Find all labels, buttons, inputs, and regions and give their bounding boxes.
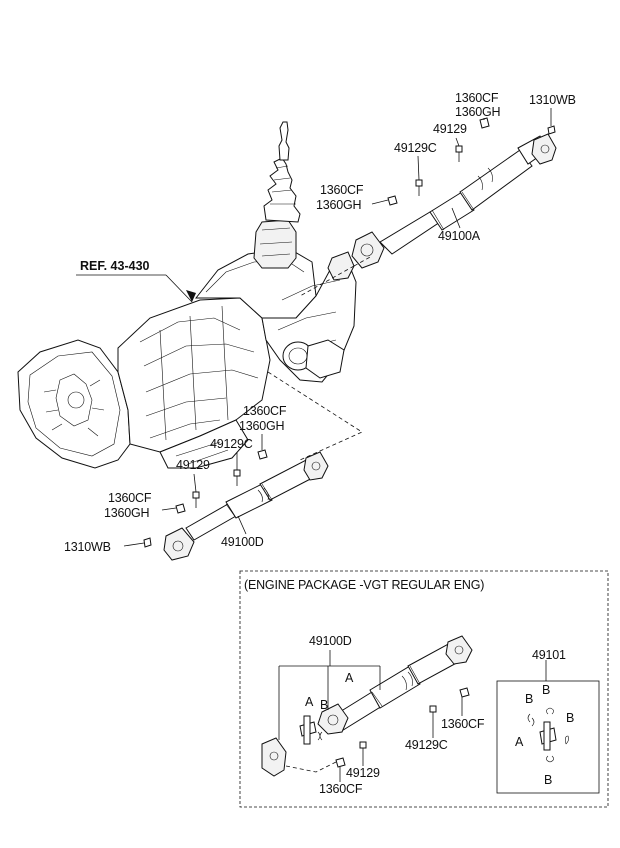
label-49100a: 49100A <box>438 229 481 243</box>
label-1360gh-mid: 1360GH <box>316 198 362 212</box>
label-49129-l: 49129 <box>176 458 210 472</box>
inset-label-49101: 49101 <box>532 648 566 662</box>
label-1310wb-l: 1310WB <box>64 540 111 554</box>
inset-label-b3: B <box>525 692 533 706</box>
ref-callout: REF. 43-430 <box>76 259 196 303</box>
propeller-shaft-49100a <box>351 133 557 269</box>
label-1360gh-l2: 1360GH <box>104 506 150 520</box>
label-1360cf-l1: 1360CF <box>243 404 287 418</box>
inset-label-1360cf-b: 1360CF <box>319 782 363 796</box>
inset-label-49129c: 49129C <box>405 738 448 752</box>
inset-label-1360cf-r: 1360CF <box>441 717 485 731</box>
label-49100d: 49100D <box>221 535 264 549</box>
inset-label-49100d: 49100D <box>309 634 352 648</box>
lower-leader-lines <box>123 434 263 547</box>
inset-label-a2: A <box>305 695 314 709</box>
inset-leader-lines <box>339 697 463 782</box>
inset-label-b5: B <box>544 773 552 787</box>
inset-engine-package: (ENGINE PACKAGE -VGT REGULAR ENG) <box>239 570 609 808</box>
inset-label-a3: A <box>515 735 524 749</box>
propeller-shaft-49100d <box>163 451 329 561</box>
inset-label-b2: B <box>542 683 550 697</box>
label-1360gh-top: 1360GH <box>455 105 501 119</box>
upper-leader-lines <box>371 108 552 229</box>
upper-fasteners <box>387 117 556 206</box>
label-49129c-l: 49129C <box>210 437 253 451</box>
label-1360gh-l1: 1360GH <box>239 419 285 433</box>
connector-lower <box>267 371 363 461</box>
label-1360cf-top: 1360CF <box>455 91 499 105</box>
label-1310wb-top: 1310WB <box>529 93 576 107</box>
inset-label-b1: B <box>320 698 328 712</box>
label-49129-top: 49129 <box>433 122 467 136</box>
label-1360cf-l2: 1360CF <box>108 491 152 505</box>
transmission-assembly <box>17 121 357 469</box>
ref-label: REF. 43-430 <box>80 259 150 273</box>
inset-title: (ENGINE PACKAGE -VGT REGULAR ENG) <box>244 578 484 592</box>
connector-upper <box>299 255 373 297</box>
lower-fasteners <box>143 449 268 548</box>
inset-label-b4: B <box>566 711 574 725</box>
label-1360cf-mid: 1360CF <box>320 183 364 197</box>
inset-label-49129: 49129 <box>346 766 380 780</box>
inset-label-a1: A <box>345 671 354 685</box>
label-49129c-top: 49129C <box>394 141 437 155</box>
